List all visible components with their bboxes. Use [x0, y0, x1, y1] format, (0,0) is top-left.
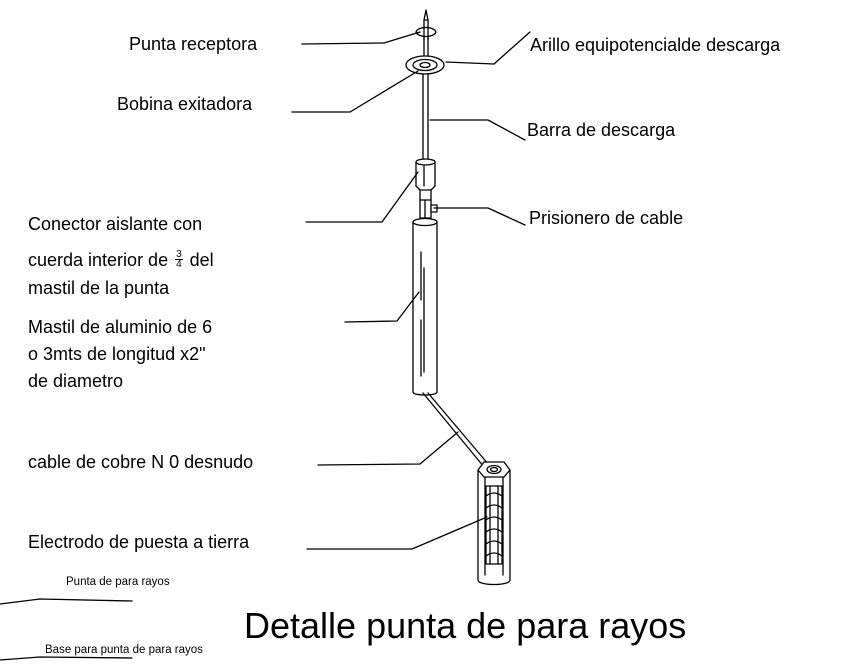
- fraction-denominator: 4: [176, 258, 182, 270]
- label-electrodo: Electrodo de puesta a tierra: [28, 532, 250, 552]
- legend-base-punta: Base para punta de para rayos: [45, 644, 203, 656]
- diagram-title: Detalle punta de para rayos: [244, 605, 687, 646]
- label-mastil-2: o 3mts de longitud x2": [28, 344, 206, 364]
- label-arillo: Arillo equipotencialde descarga: [530, 35, 781, 55]
- label-conector-2-post: del: [184, 250, 214, 270]
- label-prisionero: Prisionero de cable: [529, 208, 684, 228]
- label-punta-receptora: Punta receptora: [129, 34, 258, 54]
- label-barra: Barra de descarga: [527, 120, 676, 140]
- label-conector-2-pre: cuerda interior de: [28, 250, 174, 270]
- copper-cable: [422, 392, 490, 468]
- label-mastil-3: de diametro: [28, 371, 124, 391]
- label-cable: cable de cobre N 0 desnudo: [28, 452, 254, 472]
- label-bobina: Bobina exitadora: [117, 94, 253, 114]
- insulating-connector: [415, 158, 436, 201]
- label-conector-1: Conector aislante con: [28, 214, 203, 234]
- aluminium-mast: [412, 217, 438, 396]
- ground-electrode: [477, 461, 511, 586]
- legend-punta-para-rayos: Punta de para rayos: [66, 576, 170, 588]
- label-conector-3: mastil de la punta: [28, 278, 170, 298]
- cable-clamp: [419, 199, 438, 219]
- leader-lines: [0, 31, 531, 661]
- label-mastil-1: Mastil de aluminio de 6: [28, 317, 213, 337]
- discharge-bar: [422, 73, 429, 161]
- fraction-numerator: 3: [175, 248, 183, 260]
- exciter-coil: [405, 55, 445, 75]
